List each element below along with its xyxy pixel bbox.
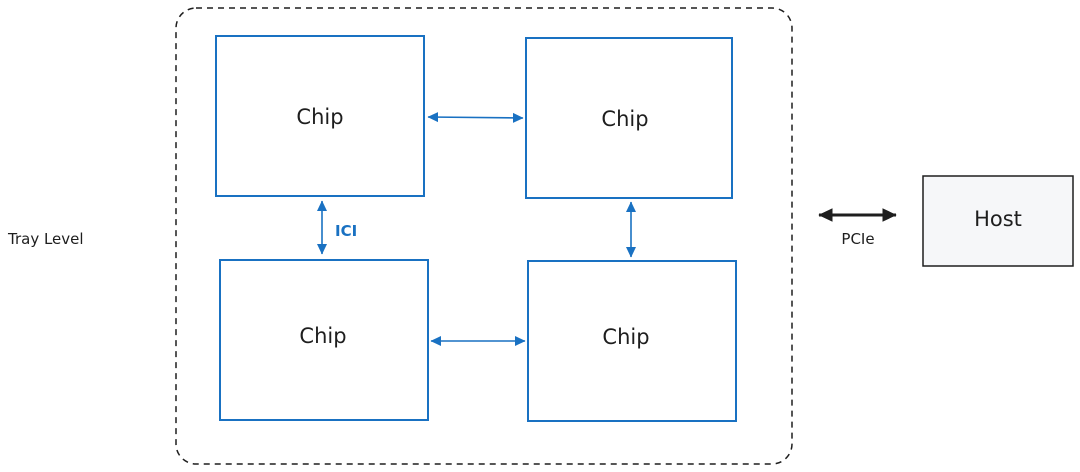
- pcie-label: PCIe: [841, 230, 874, 248]
- chip-bottom-right[interactable]: Chip: [527, 260, 737, 422]
- ici-label: ICI: [335, 222, 357, 240]
- host-label: Host: [974, 207, 1022, 231]
- chip-box: [219, 259, 429, 421]
- chip-top-left[interactable]: Chip: [215, 35, 425, 197]
- chip-label: Chip: [299, 324, 346, 348]
- chip-label: Chip: [296, 105, 343, 129]
- ici-link-top: [427, 112, 524, 123]
- host-node[interactable]: Host: [922, 175, 1074, 267]
- host-box: [922, 175, 1074, 267]
- chip-box: [525, 37, 733, 199]
- chip-box: [215, 35, 425, 197]
- tray-level-label: Tray Level: [7, 230, 84, 248]
- chip-bottom-left[interactable]: Chip: [219, 259, 429, 421]
- chip-label: Chip: [601, 107, 648, 131]
- chip-top-right[interactable]: Chip: [525, 37, 733, 199]
- chip-box: [527, 260, 737, 422]
- chip-label: Chip: [602, 325, 649, 349]
- tray-boundary: [175, 7, 793, 465]
